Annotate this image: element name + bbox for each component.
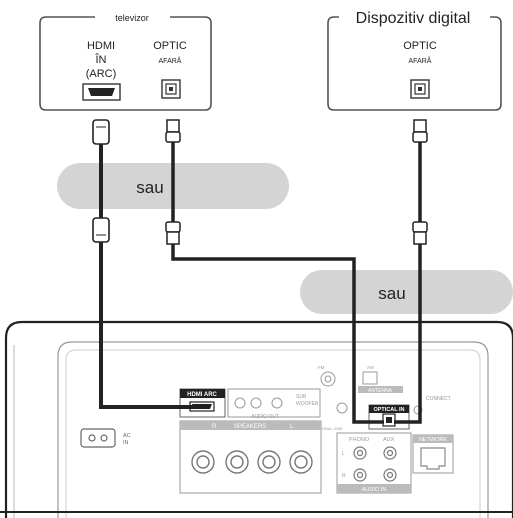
digital-device-title: Dispozitiv digital [356, 10, 471, 27]
tv-hdmi-port-icon [82, 83, 121, 101]
hdmi-cable [92, 119, 195, 409]
speaker-left-label: L [290, 424, 294, 430]
or-label-top: sau [136, 178, 163, 197]
ac-in-label-1: AC [123, 433, 131, 439]
network-label: NETWORK [419, 437, 447, 443]
digital-optic-label: OPTIC [403, 40, 437, 52]
aux-label: AUX [383, 437, 395, 443]
tv-title: televizor [115, 13, 149, 23]
speaker-right-label: R [212, 424, 217, 430]
ac-in-label-2: IN [123, 440, 129, 446]
audio-out-panel: SUB WOOFER AUDIO OUT [227, 388, 321, 420]
signal-gnd-label: SIGNAL GND [318, 426, 343, 431]
or-pill-bottom: sau [300, 270, 513, 314]
tv-optical-port-icon [161, 79, 181, 99]
network-port: NETWORK [412, 434, 454, 474]
channel-l-label: L [342, 451, 345, 457]
device-optical-cable [394, 119, 428, 424]
tv-optical-cable [165, 119, 384, 424]
antenna-label: ANTENNA [368, 388, 393, 394]
optical-in-label: OPTICAL IN [373, 407, 404, 413]
phono-label: PHONO [349, 437, 370, 443]
tv-device: televizor HDMI ÎN (ARC) OPTIC AFARĂ [39, 13, 212, 111]
audio-in-label: AUDIO IN [362, 487, 386, 493]
tv-optic-sub: AFARĂ [159, 56, 182, 65]
tv-hdmi-label-3: (ARC) [86, 68, 117, 80]
tv-optic-label: OPTIC [153, 40, 187, 52]
tv-hdmi-label-2: ÎN [95, 53, 107, 66]
digital-device: Dispozitiv digital OPTIC AFARĂ [327, 10, 502, 111]
receiver-optical-in-port: OPTICAL IN [368, 404, 410, 430]
audio-out-label: AUDIO OUT [251, 414, 279, 420]
subwoofer-label-1: SUB [296, 394, 307, 400]
connect-button: CONNECT [413, 396, 451, 415]
antenna-am-label: AM [367, 365, 374, 370]
channel-r-label: R [342, 473, 346, 479]
antenna-fm-label: FM [318, 365, 325, 370]
ac-inlet-icon [80, 428, 116, 448]
or-label-bottom: sau [378, 284, 405, 303]
speakers-panel: SPEAKERS R L [179, 420, 322, 494]
receiver-unit: AC IN HDMI ARC SUB WOOFER AUDIO OUT FM A… [0, 320, 513, 518]
tv-hdmi-label-1: HDMI [87, 40, 115, 52]
subwoofer-label-2: WOOFER [296, 401, 319, 407]
digital-optical-port-icon [410, 79, 430, 99]
hdmi-arc-label: HDMI ARC [187, 392, 217, 398]
connect-label: CONNECT [426, 396, 451, 402]
receiver-hdmi-arc-port: HDMI ARC [179, 388, 226, 418]
antenna-panel: FM AM ANTENNA SIGNAL GND [318, 365, 403, 431]
speakers-label: SPEAKERS [234, 424, 266, 430]
digital-optic-sub: AFARĂ [409, 56, 432, 65]
audio-in-panel: PHONO AUX L R AUDIO IN [336, 432, 412, 494]
